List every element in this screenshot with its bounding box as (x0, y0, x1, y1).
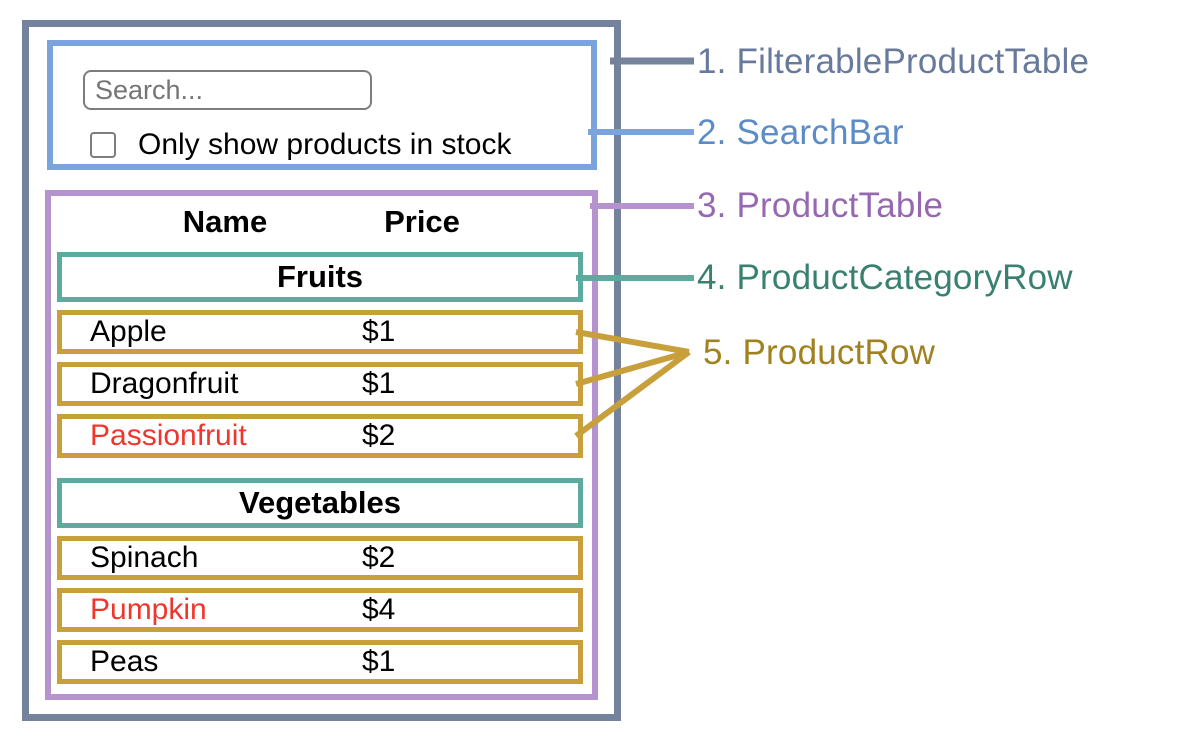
legend-label: 4. ProductCategoryRow (697, 258, 1073, 297)
product-price: $1 (362, 645, 396, 678)
in-stock-checkbox[interactable] (90, 132, 116, 158)
product-price: $1 (362, 315, 396, 348)
product-name: Dragonfruit (90, 367, 239, 400)
product-table-rows: Fruits Apple $1 Dragonfruit $1 Passionfr… (57, 252, 583, 684)
product-row: Spinach $2 (57, 536, 583, 580)
search-input[interactable] (83, 70, 372, 110)
category-label: Fruits (276, 259, 364, 294)
product-price: $1 (362, 367, 396, 400)
in-stock-filter: Only show products in stock (90, 128, 512, 162)
product-price: $4 (362, 593, 396, 626)
product-row: Apple $1 (57, 310, 583, 354)
product-price: $2 (362, 419, 396, 452)
product-row: Passionfruit $2 (57, 414, 583, 458)
product-name: Passionfruit (90, 419, 247, 452)
product-category-row: Fruits (57, 252, 583, 302)
legend-label: 1. FilterableProductTable (697, 42, 1090, 81)
category-label: Vegetables (239, 485, 401, 520)
search-bar-box: Only show products in stock (47, 40, 597, 170)
product-category-row: Vegetables (57, 478, 583, 528)
in-stock-checkbox-label: Only show products in stock (138, 128, 512, 161)
product-name: Peas (90, 645, 159, 678)
legend-label: 3. ProductTable (697, 186, 944, 225)
product-row: Peas $1 (57, 640, 583, 684)
product-table-box: Name Price Fruits Apple $1 Dragonfruit $… (45, 190, 598, 700)
product-row: Dragonfruit $1 (57, 362, 583, 406)
legend-label: 5. ProductRow (703, 333, 936, 372)
product-row: Pumpkin $4 (57, 588, 583, 632)
legend-label: 2. SearchBar (697, 113, 904, 152)
product-name: Spinach (90, 541, 199, 574)
product-price: $2 (362, 541, 396, 574)
column-header-price: Price (384, 204, 460, 239)
column-header-name: Name (182, 204, 268, 239)
product-name: Pumpkin (90, 593, 207, 626)
product-name: Apple (90, 315, 167, 348)
